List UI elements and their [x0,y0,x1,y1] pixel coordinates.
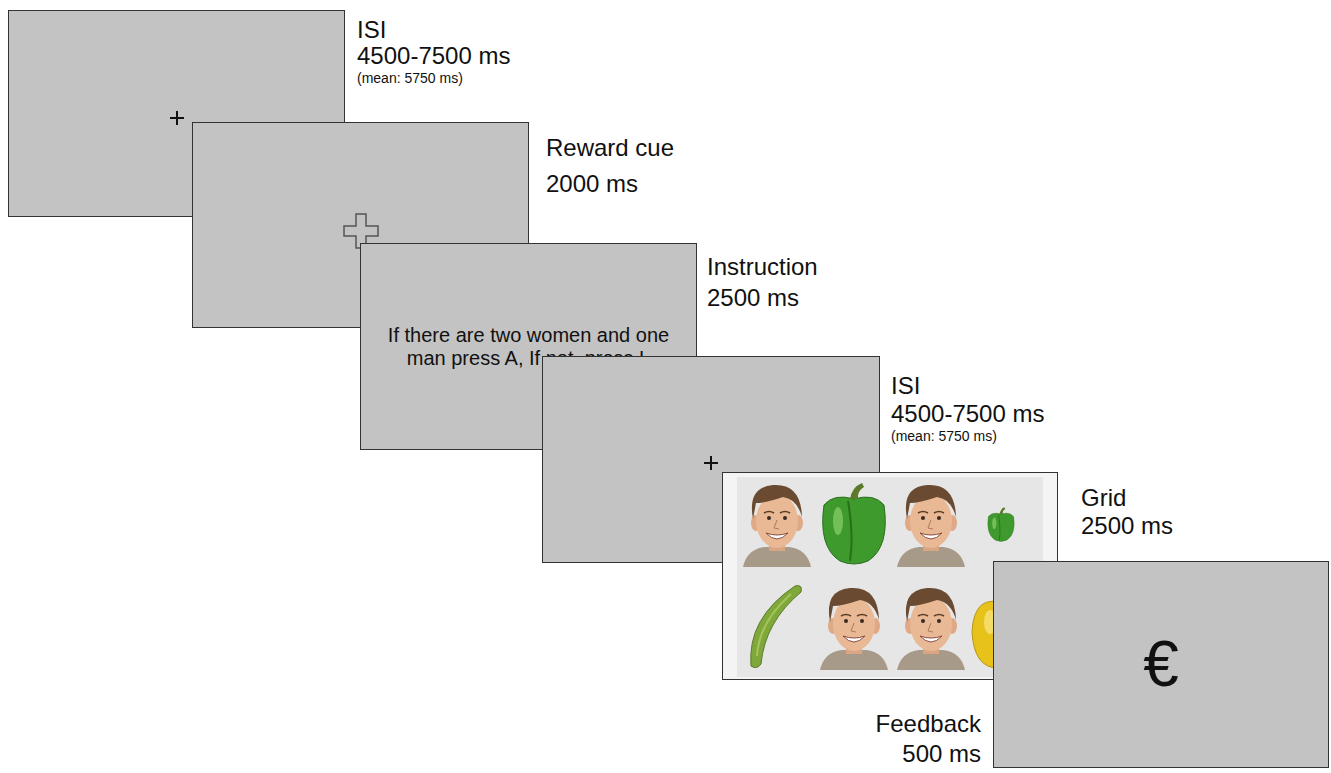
duration-label: 2000 ms [546,170,638,198]
fixation-cross [704,456,718,470]
fixation-cross [170,111,184,125]
face-picture [897,588,965,670]
screen-label: Feedback [876,710,981,738]
pepper-picture [988,507,1014,541]
duration-label: 4500-7500 ms [891,400,1044,428]
screen-label: ISI [891,372,920,400]
screen-label: ISI [357,16,386,44]
face-picture [820,588,888,670]
screen-label: Instruction [707,253,818,281]
banana-picture [751,586,802,668]
duration-label: 2500 ms [1081,512,1173,540]
mean-note: (mean: 5750 ms) [891,428,997,444]
duration-label: 4500-7500 ms [357,42,510,70]
duration-label: 500 ms [902,740,981,768]
feedback-symbol: € [1101,628,1221,702]
face-picture [897,485,965,567]
duration-label: 2500 ms [707,284,799,312]
face-picture [743,485,811,567]
pepper-picture [823,483,886,564]
screen-label: Grid [1081,484,1126,512]
screen-label: Reward cue [546,134,674,162]
feedback-screen: Feedback500 ms€ [993,561,1329,768]
mean-note: (mean: 5750 ms) [357,70,463,86]
